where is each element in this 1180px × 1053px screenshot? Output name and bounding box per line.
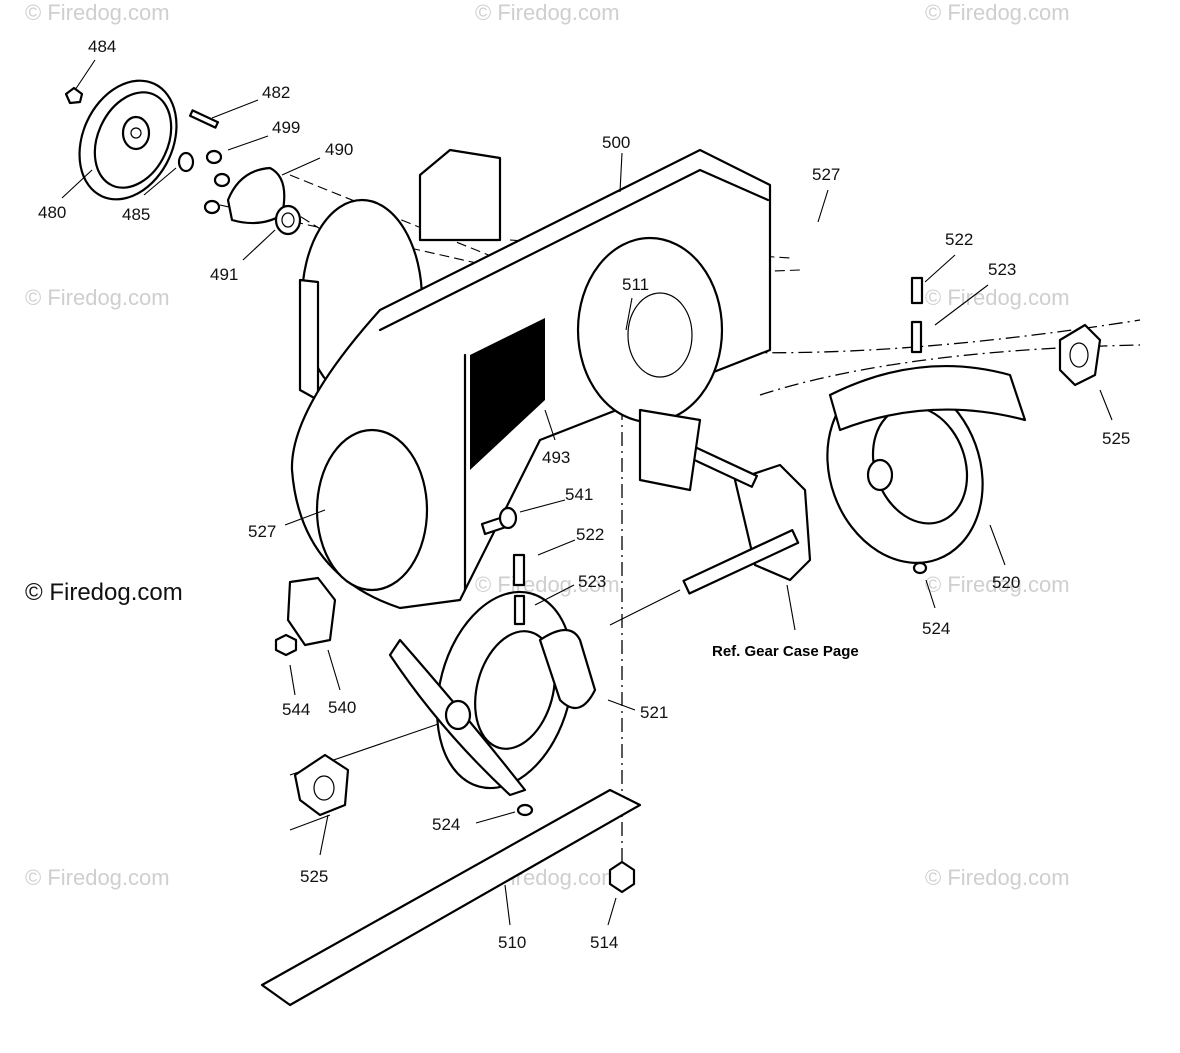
callout-527-upper: 527 xyxy=(812,165,840,184)
callout-525-left: 525 xyxy=(300,867,328,886)
watermark: © Firedog.com xyxy=(925,285,1070,310)
key-482 xyxy=(188,109,220,129)
watermark: © Firedog.com xyxy=(925,572,1070,597)
watermark: © Firedog.com xyxy=(925,0,1070,25)
reference-note: Ref. Gear Case Page xyxy=(712,643,859,660)
watermark: © Firedog.com xyxy=(25,865,170,890)
callout-499: 499 xyxy=(272,118,300,137)
callout-521: 521 xyxy=(640,703,668,722)
callout-525-right: 525 xyxy=(1102,429,1130,448)
pulley-480 xyxy=(64,79,178,201)
bearing-flange-490 xyxy=(203,149,302,236)
gear-case xyxy=(638,408,812,595)
watermark: © Firedog.com xyxy=(475,0,620,25)
bolt-522-upper xyxy=(910,276,924,305)
leader-lines xyxy=(61,59,1113,926)
callout-523-lower: 523 xyxy=(578,572,606,591)
bolt-541-head xyxy=(498,506,518,530)
callout-480: 480 xyxy=(38,203,66,222)
callout-484: 484 xyxy=(88,37,116,56)
callout-523-upper: 523 xyxy=(988,260,1016,279)
nut-544 xyxy=(274,633,298,657)
watermark: © Firedog.com xyxy=(925,865,1070,890)
callout-511: 511 xyxy=(622,275,649,294)
watermark: © Firedog.com xyxy=(25,285,170,310)
nut-524-lower xyxy=(516,803,534,817)
washer-485 xyxy=(177,151,195,173)
bearing-525-right xyxy=(1058,323,1102,387)
callout-524-upper: 524 xyxy=(922,619,950,638)
callout-491: 491 xyxy=(210,265,238,284)
callout-490: 490 xyxy=(325,140,353,159)
spacer-523-lower xyxy=(513,594,526,626)
callout-522-upper: 522 xyxy=(945,230,973,249)
callout-labels: 484 482 499 490 480 485 491 500 527 522 … xyxy=(38,37,1130,952)
spacer-540 xyxy=(286,576,337,647)
callout-524-lower: 524 xyxy=(432,815,460,834)
callout-500: 500 xyxy=(602,133,630,152)
callout-493: 493 xyxy=(542,448,570,467)
watermark: © Firedog.com xyxy=(25,0,170,25)
auger-520 xyxy=(826,364,1027,564)
callout-514: 514 xyxy=(590,933,618,952)
nut-514 xyxy=(608,860,636,894)
callout-482: 482 xyxy=(262,83,290,102)
auger-housing-500 xyxy=(290,148,772,610)
watermark-prominent: © Firedog.com xyxy=(25,579,183,606)
callout-541: 541 xyxy=(565,485,593,504)
spacer-523-upper xyxy=(910,320,923,354)
bearing-525-left xyxy=(293,753,350,817)
shave-plate-510 xyxy=(260,788,642,1007)
callout-527-lower: 527 xyxy=(248,522,276,541)
callout-522-lower: 522 xyxy=(576,525,604,544)
watermark: © Firedog.com xyxy=(475,572,620,597)
callout-485: 485 xyxy=(122,205,150,224)
callout-510: 510 xyxy=(498,933,526,952)
callout-540: 540 xyxy=(328,698,356,717)
callout-520: 520 xyxy=(992,573,1020,592)
auger-521 xyxy=(388,590,597,797)
nut-524-upper xyxy=(912,561,928,575)
bolt-522-lower xyxy=(512,553,526,587)
callout-544: 544 xyxy=(282,700,310,719)
